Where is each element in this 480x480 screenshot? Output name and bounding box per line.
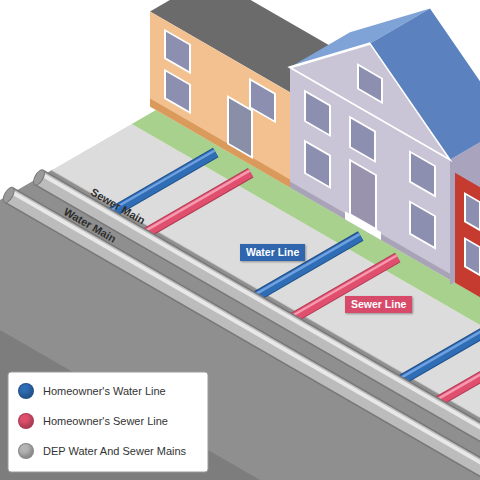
legend-swatch: [18, 443, 34, 459]
pipe-highlight: [393, 318, 480, 383]
house-wall: [150, 12, 290, 188]
legend-text: Homeowner's Water Line: [43, 385, 166, 397]
sewer-line-pipe: [431, 341, 480, 406]
grey-house: [290, 0, 450, 280]
pipe-highlight: [41, 174, 480, 434]
window: [250, 79, 275, 121]
orange-house: [150, 12, 290, 188]
callout-text: Sewer Line: [351, 298, 406, 311]
sewer-line-pipe: [139, 173, 251, 238]
window: [350, 117, 375, 161]
window: [165, 30, 190, 72]
door: [228, 97, 252, 158]
window: [165, 70, 190, 112]
sewer-line-pipe: [139, 173, 251, 238]
callout-box: Sewer Line: [345, 296, 412, 313]
window: [358, 65, 382, 103]
legend-swatch: [18, 383, 34, 399]
window: [410, 202, 435, 248]
road-shade: [0, 330, 260, 480]
steps: [345, 211, 381, 240]
window: [410, 152, 435, 196]
legend-swatch: [18, 413, 34, 429]
legend-entry: DEP Water And Sewer Mains: [18, 442, 186, 460]
pipe-end: [31, 168, 46, 187]
water-main-pipe: [9, 195, 480, 473]
mains: [1, 168, 480, 473]
red-house: [455, 173, 480, 318]
pipe-end: [1, 186, 16, 205]
house-wall: [455, 173, 480, 318]
legend-frame: [8, 372, 208, 472]
legend-text: Homeowner's Sewer Line: [43, 415, 168, 427]
legend-entry: Homeowner's Water Line: [18, 382, 166, 400]
pipe-highlight: [138, 171, 250, 236]
pipe-highlight: [430, 339, 480, 404]
water-main-pipe: [9, 195, 480, 473]
legend-text: DEP Water And Sewer Mains: [43, 445, 186, 457]
window: [465, 238, 480, 275]
callout-box: Water Line: [240, 244, 305, 261]
sewer-line-pipe: [431, 341, 480, 406]
callout-text: Water Line: [246, 246, 299, 259]
window: [305, 141, 330, 187]
window: [305, 91, 330, 135]
window: [465, 193, 480, 230]
legend-entry: Homeowner's Sewer Line: [18, 412, 168, 430]
